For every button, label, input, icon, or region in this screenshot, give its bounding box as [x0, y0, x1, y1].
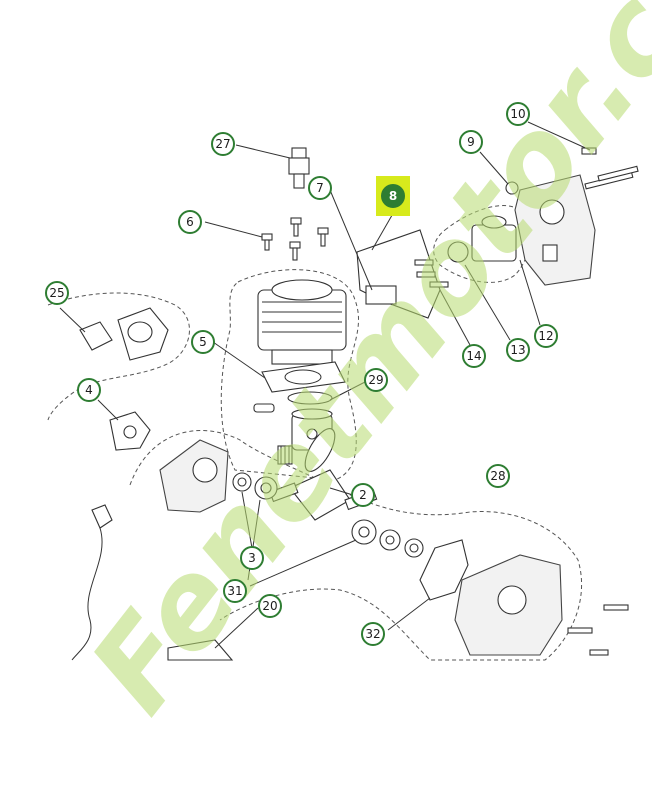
spark-plug-icon: [288, 147, 310, 189]
callout-31: 31: [223, 579, 247, 603]
callout-5: 5: [191, 330, 215, 354]
cylinder-icon: [257, 279, 347, 365]
screw-set-6-icon: [261, 217, 329, 261]
piston-pin-icon: [253, 403, 275, 413]
group-outline-carb: [433, 205, 531, 283]
bearing-seal-right-icon: [351, 519, 424, 558]
svg-text:25: 25: [49, 286, 64, 300]
svg-text:12: 12: [538, 329, 553, 343]
callout-8-highlighted: 8: [376, 176, 410, 216]
svg-text:31: 31: [227, 584, 242, 598]
bolt-set-lower-icon: [567, 604, 629, 656]
svg-text:6: 6: [186, 215, 194, 229]
svg-text:2: 2: [359, 488, 367, 502]
callout-6: 6: [178, 210, 202, 234]
callout-3: 3: [240, 546, 264, 570]
callout-7: 7: [308, 176, 332, 200]
callout-12: 12: [534, 324, 558, 348]
svg-text:9: 9: [467, 135, 475, 149]
carburetor-icon: [447, 215, 517, 263]
svg-text:4: 4: [85, 383, 93, 397]
callout-14: 14: [462, 344, 486, 368]
callout-13: 13: [506, 338, 530, 362]
callout-4: 4: [77, 378, 101, 402]
svg-text:20: 20: [262, 599, 277, 613]
needle-bearing-icon: [277, 445, 293, 465]
group-outline-left: [47, 292, 190, 421]
svg-text:7: 7: [316, 181, 324, 195]
watermark-text: Fenetmotor.com: [63, 0, 652, 737]
svg-text:32: 32: [365, 627, 380, 641]
callout-25: 25: [45, 281, 69, 305]
callout-2: 2: [351, 483, 375, 507]
ignition-coil-icon: [71, 504, 234, 661]
group-outline-crankcase: [129, 429, 583, 661]
bearing-seal-left-icon: [232, 472, 278, 500]
callout-20: 20: [258, 594, 282, 618]
crankcase-half-right-icon: [514, 174, 596, 286]
crankcase-gasket-icon: [419, 539, 469, 601]
svg-text:10: 10: [510, 107, 525, 121]
svg-text:5: 5: [199, 335, 207, 349]
callout-27: 27: [211, 132, 235, 156]
svg-text:14: 14: [466, 349, 481, 363]
svg-text:3: 3: [248, 551, 256, 565]
svg-text:8: 8: [389, 189, 397, 203]
bolt-set-10-icon: [581, 147, 639, 190]
svg-text:13: 13: [510, 343, 525, 357]
washer-icon: [505, 181, 519, 195]
screw-set-14-icon: [414, 259, 449, 288]
callout-10: 10: [506, 102, 530, 126]
svg-text:27: 27: [215, 137, 230, 151]
ignition-module-icon: [109, 411, 151, 451]
callout-9: 9: [459, 130, 483, 154]
callout-32: 32: [361, 622, 385, 646]
svg-text:29: 29: [368, 373, 383, 387]
callout-28: 28: [486, 464, 510, 488]
callout-29: 29: [364, 368, 388, 392]
svg-text:28: 28: [490, 469, 505, 483]
intake-manifold-icon: [79, 307, 169, 361]
group-outline-cylinder: [220, 269, 359, 481]
cylinder-gasket-icon: [261, 361, 346, 393]
